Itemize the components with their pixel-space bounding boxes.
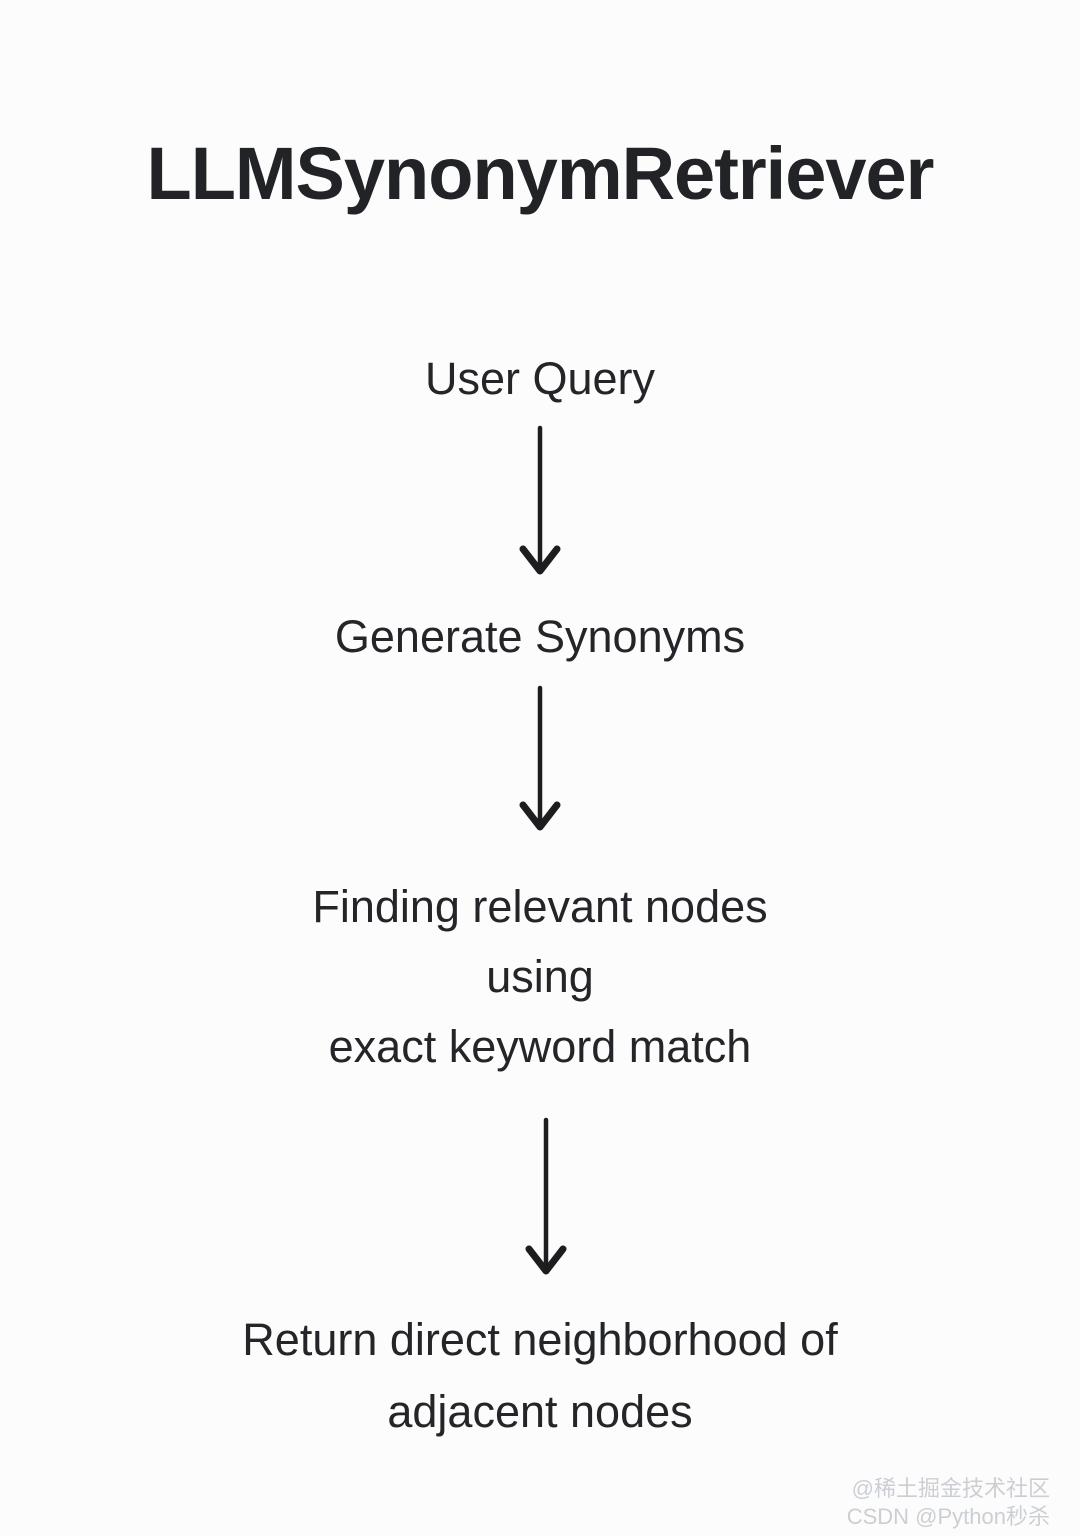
step-label: Finding relevant nodes (312, 881, 768, 933)
diagram-title: LLMSynonymRetriever (146, 132, 935, 215)
step-find-relevant-nodes: Finding relevant nodes using exact keywo… (312, 872, 767, 1082)
step-label: User Query (424, 353, 656, 405)
step-label: exact keyword match (328, 1021, 752, 1073)
step-label: Generate Synonyms (334, 611, 746, 663)
step-label: adjacent nodes (387, 1386, 693, 1438)
step-label: Return direct neighborhood of (242, 1314, 838, 1366)
watermark: @稀土掘金技术社区 CSDN @Python秒杀 (847, 1475, 1050, 1530)
step-generate-synonyms: Generate Synonyms (335, 610, 745, 664)
down-arrow-icon (525, 1118, 567, 1275)
down-arrow-icon (519, 426, 561, 575)
down-arrow-icon (519, 686, 561, 831)
watermark-line-juejin: @稀土掘金技术社区 (851, 1476, 1050, 1501)
step-user-query: User Query (425, 352, 655, 406)
step-return-neighborhood: Return direct neighborhood of adjacent n… (242, 1304, 837, 1448)
step-label: using (486, 951, 594, 1003)
watermark-line-csdn: CSDN @Python秒杀 (846, 1503, 1050, 1529)
